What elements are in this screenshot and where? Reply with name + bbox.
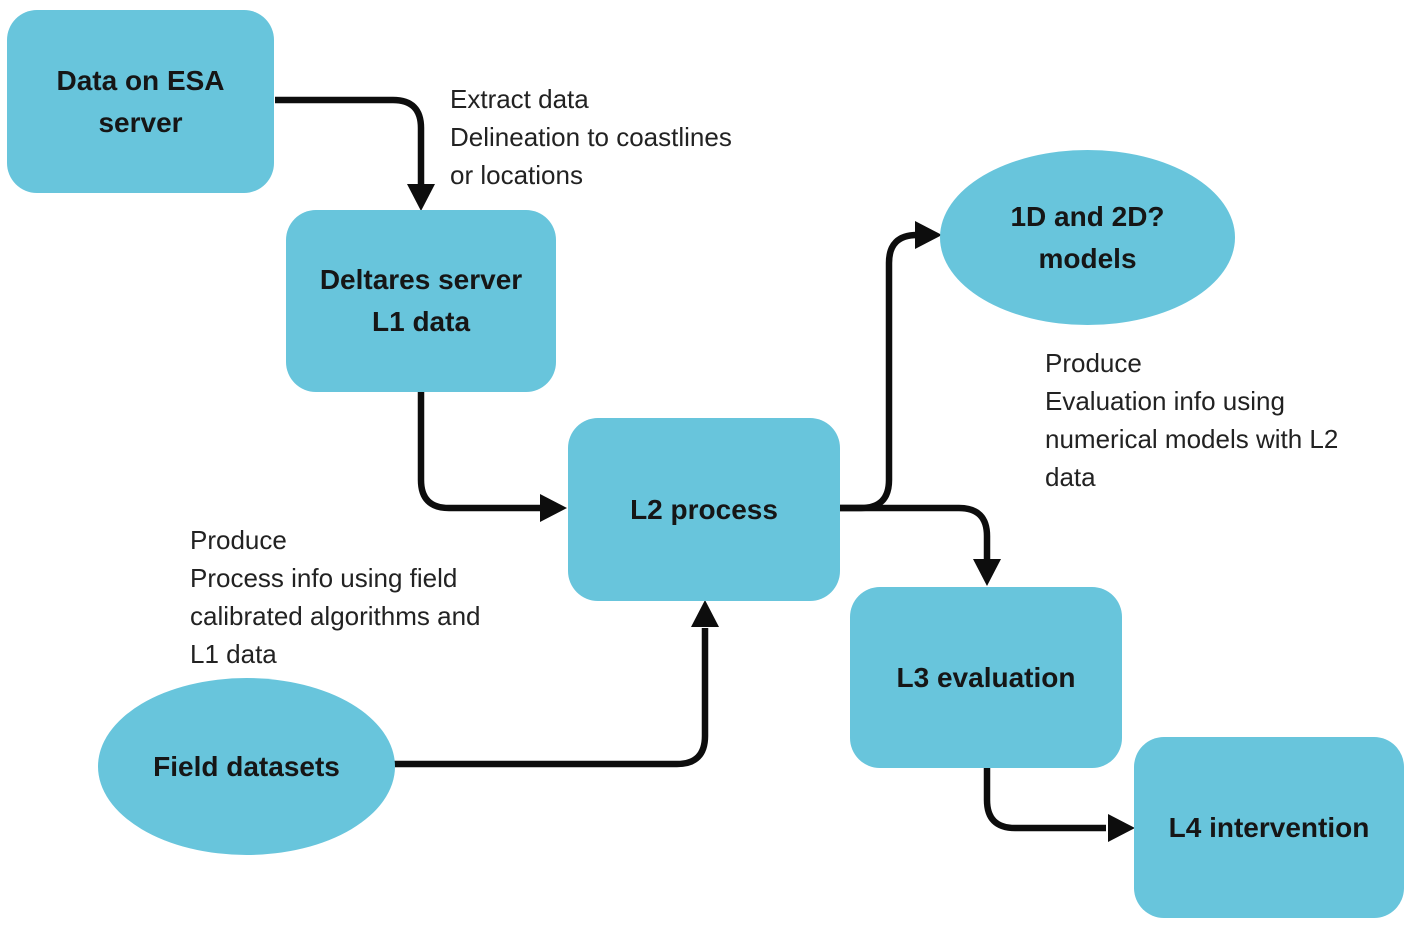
annotation-line: Delineation to coastlines <box>450 122 732 152</box>
node-deltares-server-l1-data: Deltares server L1 data <box>286 210 556 392</box>
annotation-line: Process info using field <box>190 563 458 593</box>
node-label-line: L4 intervention <box>1168 811 1370 843</box>
node-label-line: Field datasets <box>153 750 340 782</box>
annotation-line: Produce <box>1045 348 1142 378</box>
node-label: Data on ESA server <box>56 60 224 144</box>
node-l3-evaluation: L3 evaluation <box>850 587 1122 768</box>
node-label: Deltares server L1 data <box>320 259 522 343</box>
edge-l2-to-l3 <box>840 504 991 559</box>
node-label: L4 intervention <box>1169 807 1370 849</box>
annotation-line: numerical models with L2 <box>1045 424 1339 454</box>
node-label: Field datasets <box>153 746 340 788</box>
arrowhead-l2-left <box>540 494 567 522</box>
edge-l2-to-models <box>840 231 918 512</box>
node-label: L3 evaluation <box>897 657 1076 699</box>
arrowhead-l3-top <box>973 559 1001 586</box>
node-label-line: L3 evaluation <box>896 661 1076 693</box>
arrowhead-l2-bottom <box>691 600 719 627</box>
edge-l3-to-l4 <box>983 768 1106 832</box>
edge-field-to-l2 <box>393 628 709 768</box>
annotation-produce-process-info: Produce Process info using field calibra… <box>190 521 481 673</box>
node-l4-intervention: L4 intervention <box>1134 737 1404 918</box>
node-data-on-esa-server: Data on ESA server <box>7 10 274 193</box>
annotation-line: Produce <box>190 525 287 555</box>
node-l2-process: L2 process <box>568 418 840 601</box>
node-label: L2 process <box>630 489 778 531</box>
node-1d-2d-models: 1D and 2D? models <box>940 150 1235 325</box>
node-label-line: L2 process <box>630 493 778 525</box>
annotation-line: calibrated algorithms and <box>190 601 481 631</box>
node-label: 1D and 2D? models <box>1010 196 1164 280</box>
node-label-line: Deltares server <box>319 264 523 295</box>
annotation-extract-data: Extract data Delineation to coastlines o… <box>450 80 732 194</box>
edge-esa-to-deltares <box>275 96 425 186</box>
annotation-line: Extract data <box>450 84 589 114</box>
arrowhead-deltares <box>407 184 435 211</box>
annotation-line: data <box>1045 462 1096 492</box>
annotation-line: Evaluation info using <box>1045 386 1285 416</box>
annotation-line: L1 data <box>190 639 277 669</box>
annotation-line: or locations <box>450 160 583 190</box>
node-label-line: L1 data <box>371 306 471 337</box>
arrowhead-l4 <box>1108 814 1135 842</box>
node-label-line: Data on ESA <box>56 64 225 96</box>
node-label-line: models <box>1038 242 1137 274</box>
node-label-line: 1D and 2D? <box>1010 200 1165 232</box>
edge-deltares-to-l2 <box>417 392 542 512</box>
node-field-datasets: Field datasets <box>98 678 395 855</box>
arrowhead-models <box>915 221 942 249</box>
annotation-produce-evaluation-info: Produce Evaluation info using numerical … <box>1045 344 1338 496</box>
node-label-line: server <box>98 106 183 138</box>
